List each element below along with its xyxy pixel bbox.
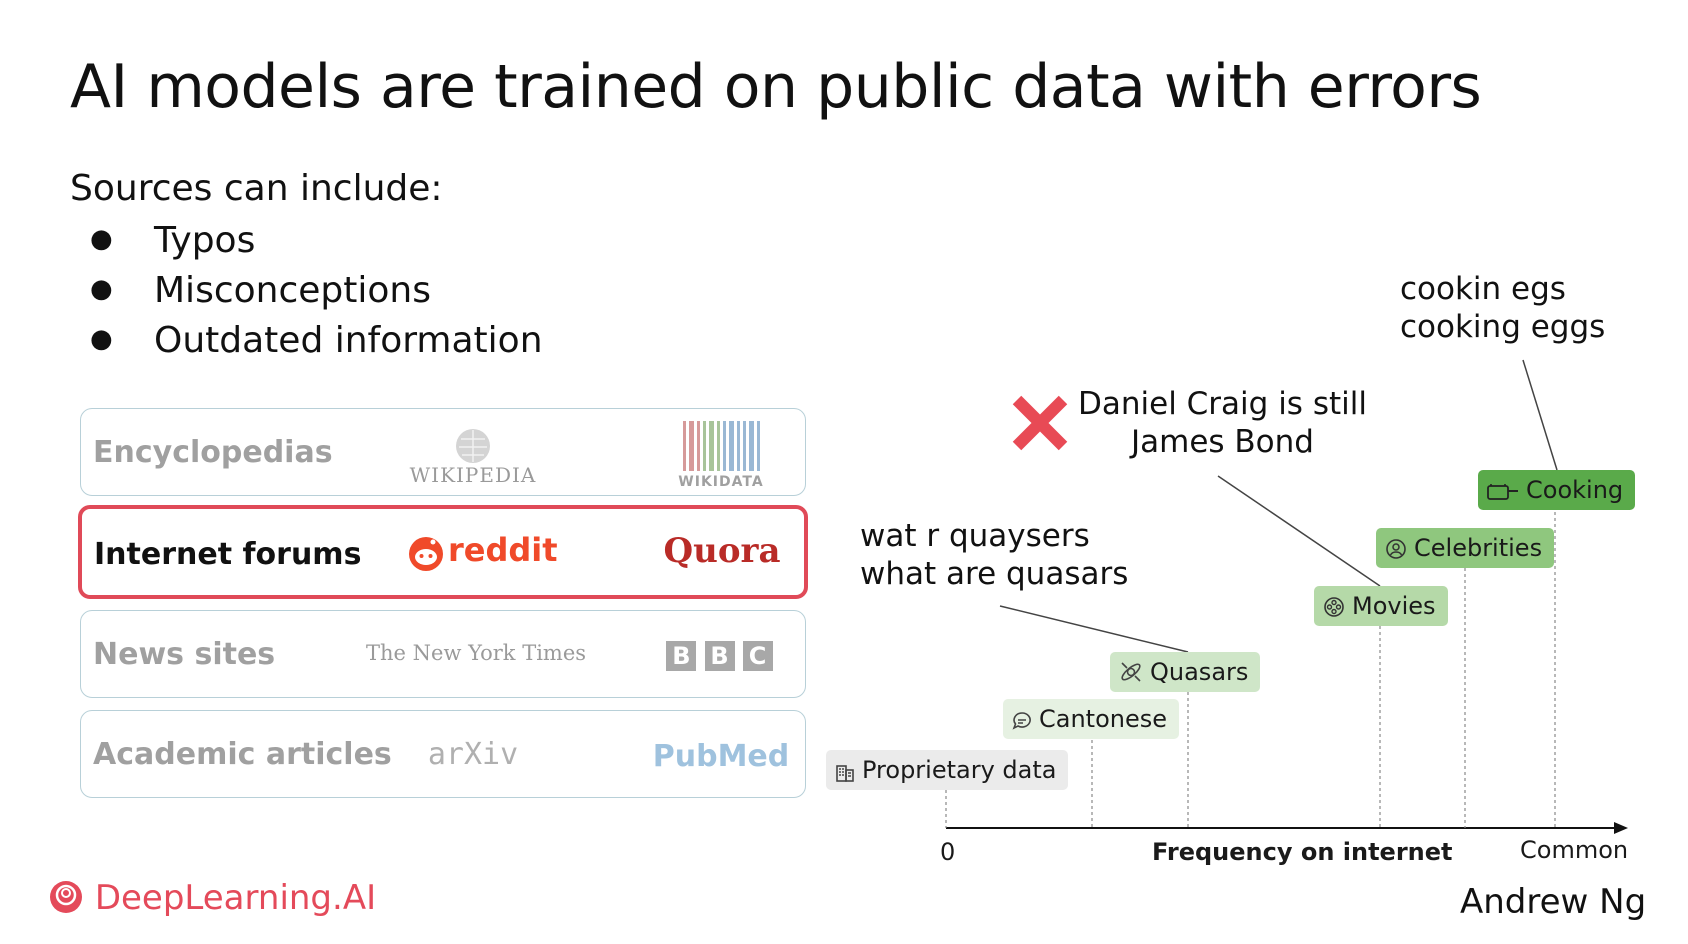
annotation-line: wat r quaysers — [860, 518, 1090, 554]
bullet-text: Typos — [154, 220, 256, 261]
bbc-logo: B B C — [641, 641, 801, 711]
error-x-icon — [1012, 395, 1068, 451]
typo-pointer-line — [999, 605, 1189, 653]
wikidata-bar — [723, 421, 726, 471]
wikidata-bar — [683, 421, 686, 471]
topic-label: Proprietary data — [862, 756, 1057, 784]
bullet-text: Misconceptions — [154, 270, 431, 311]
wikidata-logo: WIKIDATA — [641, 419, 801, 490]
topic-tag-quasars: Quasars — [1110, 652, 1261, 692]
deeplearning-icon — [50, 881, 82, 913]
cooking-pot-icon — [1487, 484, 1518, 500]
source-label: Internet forums — [94, 537, 362, 572]
wikidata-bar — [689, 421, 694, 471]
brand-name: DeepLearning.AI — [94, 878, 377, 918]
bbc-letter: C — [742, 641, 773, 671]
axis-max-label: Common — [1520, 836, 1629, 864]
wikipedia-logo: WIKIPEDIA — [393, 427, 553, 487]
reddit-icon — [409, 537, 443, 571]
bullet-dot-icon: ● — [90, 324, 113, 354]
topic-tag-movies: Movies — [1314, 586, 1448, 626]
topic-tag-cooking: Cooking — [1478, 470, 1636, 510]
bullet-text: Outdated information — [154, 320, 543, 361]
typo-annotation: wat r quaysers what are quasars — [860, 517, 1128, 593]
wikidata-bar — [749, 421, 754, 471]
source-box-encyclopedias: Encyclopedias WIKIPEDIA WIKIDATA — [80, 408, 806, 496]
axis-arrow-icon — [1614, 822, 1628, 834]
bbc-letter: B — [704, 641, 735, 671]
source-box-internet-forums: Internet forums reddit Quora — [78, 505, 808, 599]
wikidata-bar — [729, 421, 734, 471]
building-icon — [836, 765, 854, 782]
axis-title: Frequency on internet — [1152, 838, 1453, 866]
deeplearning-ai-logo: DeepLearning.AI — [48, 878, 376, 918]
quora-logo: Quora — [642, 531, 802, 601]
reddit-logo: reddit — [394, 529, 558, 585]
bullet-misconceptions: ● Misconceptions — [90, 270, 431, 311]
celebrity-icon — [1386, 539, 1406, 559]
source-box-news-sites: News sites The New York Times B B C — [80, 610, 806, 698]
source-label: Academic articles — [93, 737, 392, 772]
topic-tag-cantonese: Cantonese — [1003, 699, 1180, 739]
misconception-annotation: Daniel Craig is still James Bond — [1078, 385, 1367, 461]
annotation-pointers — [999, 359, 1558, 653]
bullet-typos: ● Typos — [90, 220, 255, 261]
quora-wordmark: Quora — [663, 531, 781, 571]
source-box-academic-articles: Academic articles arXiv PubMed — [80, 710, 806, 798]
annotation-line: cookin egs — [1400, 271, 1566, 307]
pubmed-wordmark: PubMed — [652, 739, 790, 774]
satellite-icon — [1121, 662, 1141, 682]
arxiv-wordmark: arXiv — [427, 737, 519, 772]
cooking-annotation: cookin egs cooking eggs — [1400, 270, 1605, 346]
bullet-dot-icon: ● — [90, 224, 113, 254]
film-reel-icon — [1324, 597, 1344, 617]
wikidata-bar — [709, 421, 714, 471]
nyt-logo: The New York Times — [366, 641, 586, 697]
cooking-pointer-line — [1522, 359, 1558, 471]
misconception-pointer-line — [1217, 475, 1381, 587]
source-label: Encyclopedias — [93, 435, 333, 470]
topic-label: Quasars — [1150, 658, 1249, 686]
bbc-letter: B — [666, 641, 697, 671]
bullet-outdated: ● Outdated information — [90, 320, 543, 361]
wikidata-bar — [743, 421, 746, 471]
slide-title: AI models are trained on public data wit… — [70, 52, 1482, 122]
topic-label: Movies — [1352, 592, 1436, 620]
wikidata-bar — [717, 421, 720, 471]
nyt-wordmark: The New York Times — [366, 641, 587, 665]
topic-label: Cantonese — [1039, 705, 1168, 733]
annotation-line: James Bond — [1130, 424, 1314, 460]
wikidata-bar — [697, 421, 700, 471]
annotation-line: what are quasars — [860, 556, 1129, 592]
topic-tag-proprietary-data: Proprietary data — [826, 750, 1069, 790]
topic-label: Cooking — [1526, 476, 1624, 504]
pubmed-logo: PubMed — [641, 739, 801, 809]
wikidata-bar — [703, 421, 706, 471]
wikidata-bar — [737, 421, 740, 471]
drop-lines — [945, 512, 1556, 828]
annotation-line: Daniel Craig is still — [1078, 386, 1367, 422]
speech-bubble-icon — [1012, 712, 1031, 730]
topic-label: Celebrities — [1414, 534, 1543, 562]
arxiv-logo: arXiv — [393, 737, 553, 793]
wikidata-wordmark: WIKIDATA — [678, 474, 764, 490]
annotation-line: cooking eggs — [1400, 309, 1606, 345]
axis-min-label: 0 — [940, 838, 956, 866]
bullet-dot-icon: ● — [90, 274, 113, 304]
wikidata-bar — [757, 421, 760, 471]
author-name: Andrew Ng — [1460, 882, 1647, 922]
wikipedia-wordmark: WIKIPEDIA — [409, 463, 537, 487]
reddit-wordmark: reddit — [448, 531, 558, 569]
source-label: News sites — [93, 637, 276, 672]
topic-tag-celebrities: Celebrities — [1376, 528, 1555, 568]
sources-intro: Sources can include: — [70, 168, 443, 209]
